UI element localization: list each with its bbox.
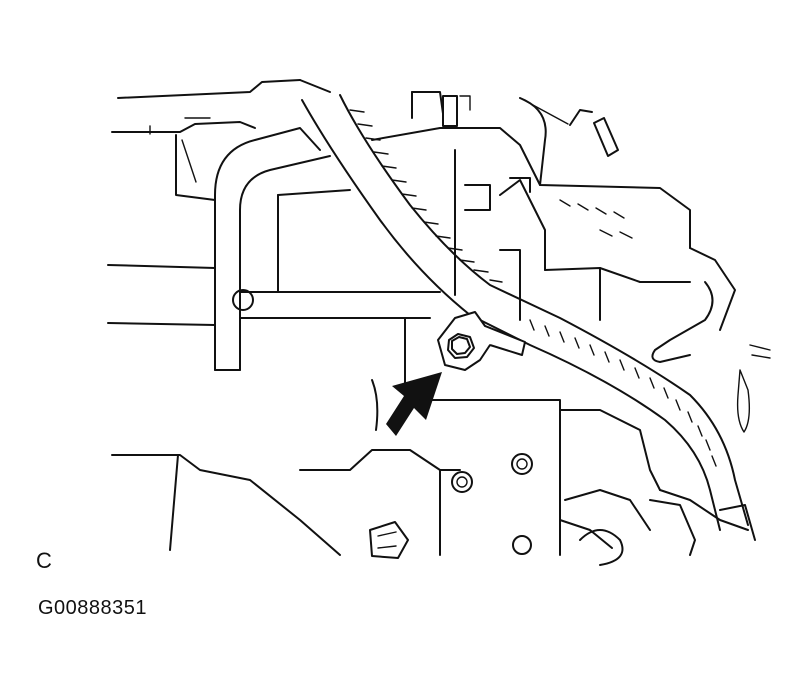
bracket-hole bbox=[232, 289, 254, 311]
bolt-hole-right bbox=[511, 453, 533, 475]
arrow-icon bbox=[386, 372, 442, 436]
engine-block bbox=[111, 317, 771, 566]
view-label: C bbox=[36, 548, 52, 573]
mounting-bracket bbox=[175, 127, 331, 371]
frame-members bbox=[107, 189, 441, 326]
clamp-bolt bbox=[447, 333, 475, 359]
alternator-bolt bbox=[442, 95, 458, 127]
lower-nut bbox=[369, 521, 409, 559]
bolt-hole-left bbox=[451, 471, 473, 493]
figure-code: G00888351 bbox=[38, 597, 148, 619]
dipstick-tube bbox=[301, 94, 749, 531]
bolt-hole-lower bbox=[512, 535, 532, 555]
upper-left-housing bbox=[111, 79, 331, 135]
wire-connector bbox=[519, 97, 619, 157]
alternator bbox=[371, 91, 736, 363]
